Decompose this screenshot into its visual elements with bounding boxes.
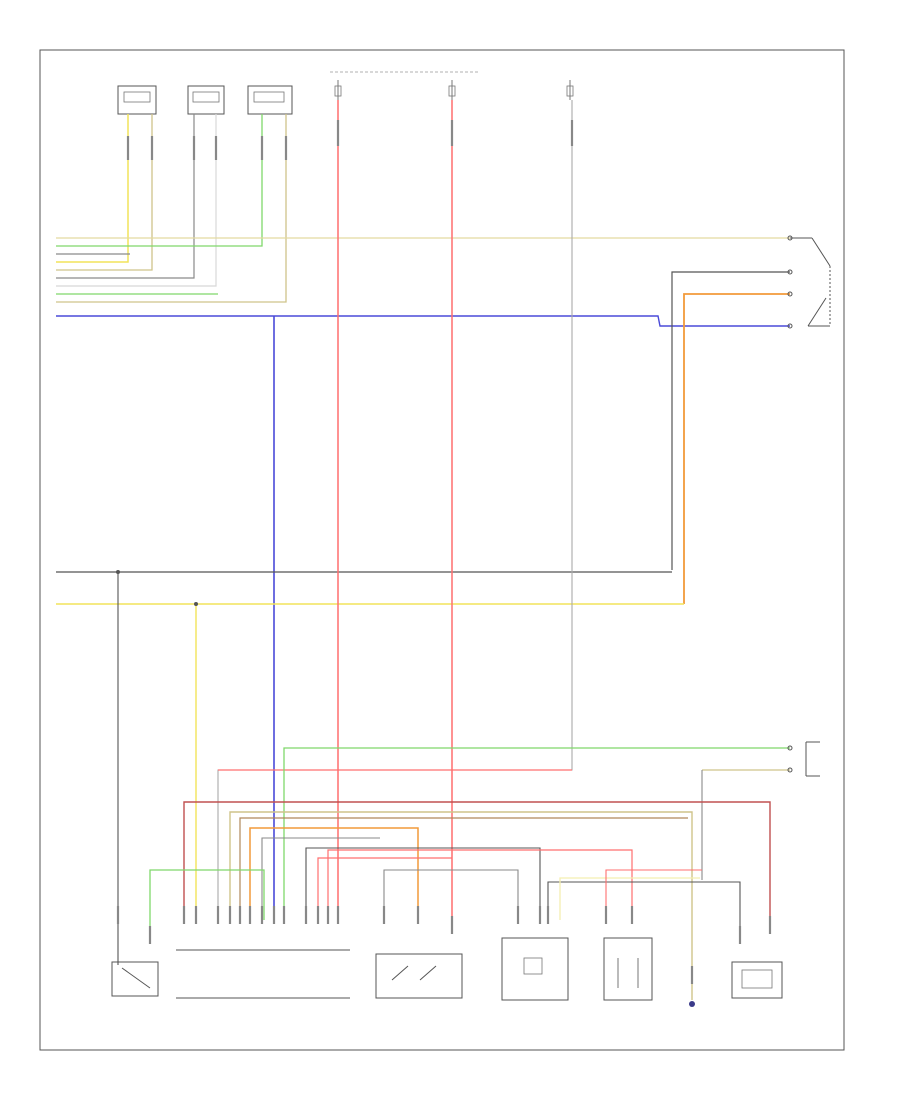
wire-brown: [239, 817, 688, 920]
wire-red-4: [317, 857, 452, 920]
right-switch-2: [787, 741, 820, 777]
wire-gray-1: [56, 114, 195, 279]
top-component-mid: [187, 85, 225, 115]
wire-blue: [56, 315, 790, 327]
bottom-component-6: [689, 1001, 695, 1007]
wire-green-3: [283, 747, 790, 920]
wire-gray-5: [261, 837, 380, 920]
bottom-component-7: [731, 961, 783, 999]
wire-gray-right: [671, 271, 790, 570]
wire-yellow-1: [56, 114, 129, 263]
fuse-b: [448, 80, 456, 100]
wire-gray-3: [217, 100, 573, 920]
fuse-c: [566, 80, 574, 100]
wire-darkgray-6: [305, 847, 541, 920]
bottom-component-3: [375, 953, 463, 999]
wire-orange-2: [249, 827, 419, 920]
wire-yellow-light: [559, 877, 700, 920]
wire-red-5: [327, 849, 633, 920]
wire-tan-2: [56, 114, 287, 303]
wire-gray-7: [383, 869, 519, 920]
connector-stubs: [116, 906, 772, 984]
wire-green-4: [149, 869, 265, 940]
bottom-component-1: [111, 961, 159, 997]
wire-tan-1: [56, 114, 153, 271]
bottom-component-2: [176, 949, 350, 999]
right-switch: [787, 235, 831, 329]
top-connector-stubs: [126, 120, 574, 160]
diagram-frame: [39, 49, 845, 1051]
top-component-right: [247, 85, 293, 115]
bottom-component-4: [501, 937, 569, 1001]
wire-orange-right: [683, 293, 790, 604]
wire-darkred: [183, 801, 771, 920]
top-component-left: [117, 85, 157, 115]
wire-green-1: [56, 114, 263, 247]
wire-red-6: [605, 869, 702, 920]
wire-gray-8: [547, 881, 741, 930]
wire-white-1: [56, 114, 217, 287]
bottom-component-5: [603, 937, 653, 1001]
wire-tan-4: [229, 811, 693, 1000]
fuse-a: [330, 71, 480, 100]
